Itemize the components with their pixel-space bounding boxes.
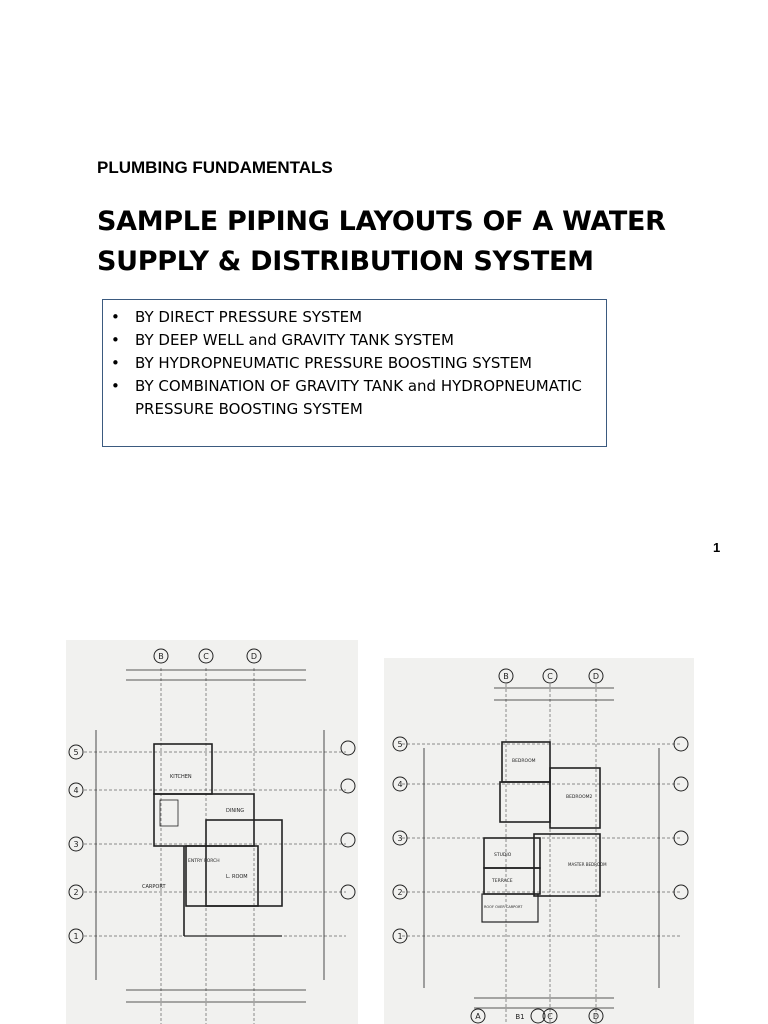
grid-column-label: D <box>593 672 599 681</box>
slide-subtitle: PLUMBING FUNDAMENTALS <box>97 158 333 177</box>
room-label: ENTRY PORCH <box>188 858 220 864</box>
grid-column-label: C <box>547 1012 553 1021</box>
room-label: BEDROOM <box>512 758 536 764</box>
grid-column-label: B <box>158 652 164 661</box>
bullet-item: BY COMBINATION OF GRAVITY TANK and HYDRO… <box>107 375 596 421</box>
grid-row-label: 2 <box>397 888 402 897</box>
grid-column-label: A <box>475 1012 481 1021</box>
room-label: L. ROOM <box>226 874 248 880</box>
bullet-item: BY DIRECT PRESSURE SYSTEM <box>107 306 596 329</box>
grid-column-label: B1 <box>515 1013 524 1021</box>
grid-row-label: 2 <box>73 888 78 897</box>
bullet-item: BY DEEP WELL and GRAVITY TANK SYSTEM <box>107 329 596 352</box>
room-label: MASTER BEDROOM <box>568 862 607 867</box>
room-label: TERRACE <box>491 878 513 884</box>
room-label: DINING <box>226 808 244 814</box>
grid-row-label: 4 <box>397 780 402 789</box>
grid-column-label: D <box>251 652 257 661</box>
grid-row-label: 3 <box>73 840 78 849</box>
grid-row-label: 4 <box>73 786 78 795</box>
bullet-list-box: BY DIRECT PRESSURE SYSTEM BY DEEP WELL a… <box>102 299 607 447</box>
grid-column-label: C <box>203 652 209 661</box>
grid-row-label: 1 <box>73 932 78 941</box>
room-label: CARPORT <box>142 884 166 890</box>
grid-column-label: B <box>503 672 509 681</box>
grid-column-label: C <box>547 672 553 681</box>
room-label: ROOF OVER CARPORT <box>484 905 523 909</box>
grid-row-label: 3 <box>397 834 402 843</box>
grid-row-label: 1 <box>397 932 402 941</box>
bullet-list: BY DIRECT PRESSURE SYSTEM BY DEEP WELL a… <box>107 306 596 421</box>
room-label: KITCHEN <box>170 774 192 780</box>
page-number: 1 <box>713 540 721 555</box>
bullet-item: BY HYDROPNEUMATIC PRESSURE BOOSTING SYST… <box>107 352 596 375</box>
grid-row-label: 5 <box>397 740 402 749</box>
grid-row-label: 5 <box>73 748 78 757</box>
slide-title: SAMPLE PIPING LAYOUTS OF A WATER SUPPLY … <box>97 206 666 277</box>
grid-column-label: D <box>593 1012 599 1021</box>
room-label: BEDROOM2 <box>566 794 592 800</box>
upper-floor-plan-image: BEDROOM BEDROOM2 STUDIO MASTER BEDROOM T… <box>384 658 694 1024</box>
ground-floor-plan-image: KITCHEN DINING ENTRY PORCH L. ROOM CARPO… <box>66 640 358 1024</box>
room-label: STUDIO <box>494 852 512 858</box>
